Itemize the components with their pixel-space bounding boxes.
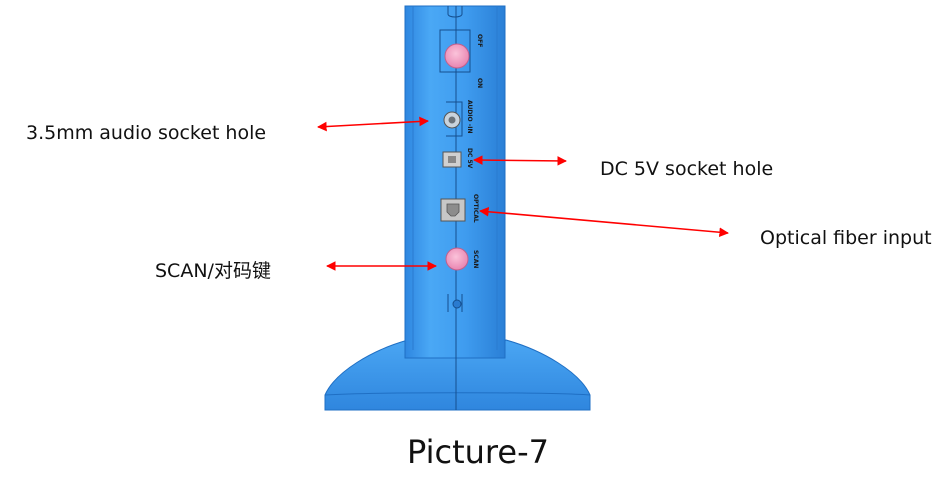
marking-audio-in: AUDIO -IN: [466, 100, 473, 133]
marking-off: OFF: [476, 34, 483, 47]
optical-socket: OPTICAL: [440, 194, 479, 223]
figure-caption: Picture-7: [407, 433, 549, 471]
power-button: OFF ON: [439, 29, 483, 88]
marking-dc-5v: DC 5V: [466, 148, 473, 169]
marking-optical: OPTICAL: [472, 194, 479, 223]
dc-socket: DC 5V: [442, 148, 473, 169]
label-audio-socket: 3.5mm audio socket hole: [26, 122, 267, 144]
label-dc-socket: DC 5V socket hole: [600, 158, 774, 180]
arrow-audio: [317, 116, 429, 132]
label-optical-input: Optical fiber input: [760, 227, 932, 249]
screw-hole: [447, 294, 463, 312]
scan-button: SCAN: [445, 247, 479, 271]
audio-socket: AUDIO -IN: [443, 100, 473, 137]
arrow-optical: [479, 206, 729, 238]
marking-on: ON: [476, 78, 483, 88]
marking-scan: SCAN: [472, 250, 479, 268]
arrow-dc: [473, 155, 567, 166]
label-scan: SCAN/对码键: [155, 260, 271, 282]
